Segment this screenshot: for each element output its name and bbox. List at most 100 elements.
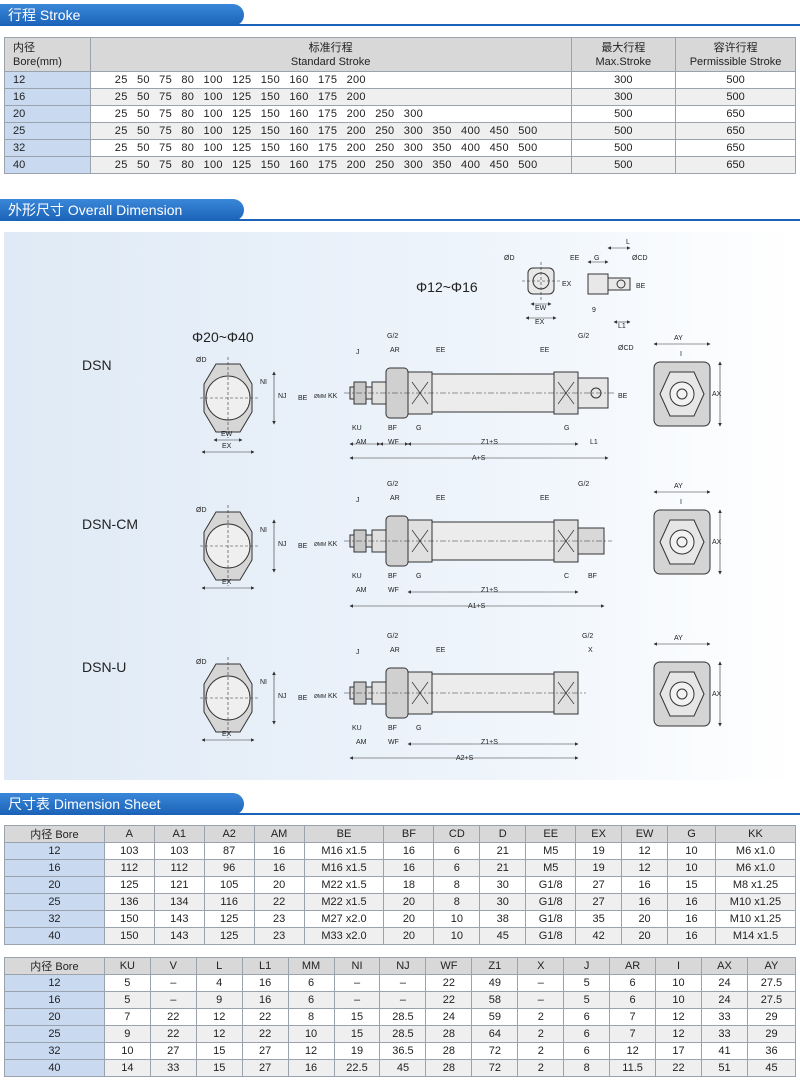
value-cell: 14 [103,1059,151,1077]
value-cell: 121 [153,876,205,894]
value-cell: 22 [655,1059,702,1077]
dsn-end-view [200,357,276,454]
column-header: AM [253,825,305,843]
svg-text:C: C [564,573,569,580]
svg-text:J: J [356,649,360,656]
value-cell: – [333,974,381,992]
value-cell: 51 [701,1059,748,1077]
value-cell: 15 [333,1008,381,1026]
value-cell: M33 x2.0 [303,927,385,945]
value-cell: 41 [701,1042,748,1060]
stroke-section-title: 行程 Stroke [0,4,244,26]
svg-text:G/2: G/2 [387,481,398,488]
value-cell: 20 [621,927,669,945]
value-cell: 12 [195,1025,243,1043]
svg-text:G: G [416,573,421,580]
value-cell: 5 [563,991,611,1009]
value-cell: 45 [479,927,527,945]
value-cell: 16 [241,974,289,992]
svg-text:AR: AR [390,647,400,654]
svg-text:AM: AM [356,739,367,746]
bore-cell: 16 [4,859,105,877]
technical-drawing: Φ12~Φ16 Φ20~Φ40 DSN DSN-CM DSN-U ØD EW E… [82,239,722,762]
svg-text:G/2: G/2 [578,333,589,340]
dsn-u-end-view [200,657,276,742]
value-cell: 38 [479,910,527,928]
svg-text:EE: EE [570,255,580,262]
svg-text:ØMM: ØMM [314,542,326,548]
column-header: CD [433,825,481,843]
svg-text:AR: AR [390,347,400,354]
value-cell: 10 [433,927,481,945]
value-cell: G1/8 [525,927,577,945]
sheet-section-title: 尺寸表 Dimension Sheet [0,793,244,815]
value-cell: 19 [575,859,623,877]
column-header: I [655,957,702,975]
column-header: AX [701,957,748,975]
value-cell: 36.5 [379,1042,427,1060]
value-cell: 20 [253,876,305,894]
dsn-rear-view [653,342,722,427]
value-cell: – [517,974,565,992]
value-cell: 22 [241,1025,289,1043]
column-header: A1 [153,825,205,843]
svg-text:EX: EX [222,731,232,738]
value-cell: 22 [425,974,473,992]
bore-cell: 12 [4,842,105,860]
svg-text:ØD: ØD [196,507,207,514]
value-cell: 8 [433,876,481,894]
value-cell: 15 [667,876,716,894]
column-header: EW [621,825,669,843]
small-bore-end-view [522,262,560,320]
bore-cell: 20 [4,876,105,894]
column-header: BF [383,825,435,843]
value-cell: 12 [195,1008,243,1026]
svg-text:KU: KU [352,573,362,580]
value-cell: 22 [241,1008,289,1026]
value-cell: 16 [667,893,716,911]
svg-text:EX: EX [222,443,232,450]
svg-text:9: 9 [592,307,596,314]
svg-text:BE: BE [298,695,308,702]
column-header: BE [303,825,385,843]
value-cell: 15 [195,1059,243,1077]
value-cell: 21 [479,842,527,860]
value-cell: 30 [479,893,527,911]
column-header: L [195,957,243,975]
column-header: NI [333,957,381,975]
value-cell: – [517,991,565,1009]
value-cell: M22 x1.5 [303,893,385,911]
value-cell: M14 x1.5 [714,927,797,945]
dsn-u-rear-view [653,642,722,727]
svg-text:AY: AY [674,483,683,490]
value-cell: M5 [525,859,577,877]
bore-cell: 32 [4,910,105,928]
svg-text:EE: EE [540,495,550,502]
bore-cell: 25 [4,1025,105,1043]
svg-text:BF: BF [588,573,597,580]
column-header: EX [575,825,623,843]
svg-text:AM: AM [356,587,367,594]
bore-cell: 20 [4,1008,105,1026]
value-cell: 27 [575,876,623,894]
column-header: KK [714,825,797,843]
value-cell: 6 [563,1025,611,1043]
dsn-cm-rear-view [653,490,722,575]
value-cell: – [333,991,381,1009]
value-cell: 11.5 [609,1059,657,1077]
svg-text:KU: KU [352,725,362,732]
overall-section-title: 外形尺寸 Overall Dimension [0,199,244,221]
svg-text:ØCD: ØCD [618,345,634,352]
value-cell: 23 [253,927,305,945]
value-cell: 64 [471,1025,519,1043]
value-cell: 22 [425,991,473,1009]
svg-text:G/2: G/2 [578,481,589,488]
column-header: Z1 [471,957,519,975]
column-header: AR [609,957,657,975]
